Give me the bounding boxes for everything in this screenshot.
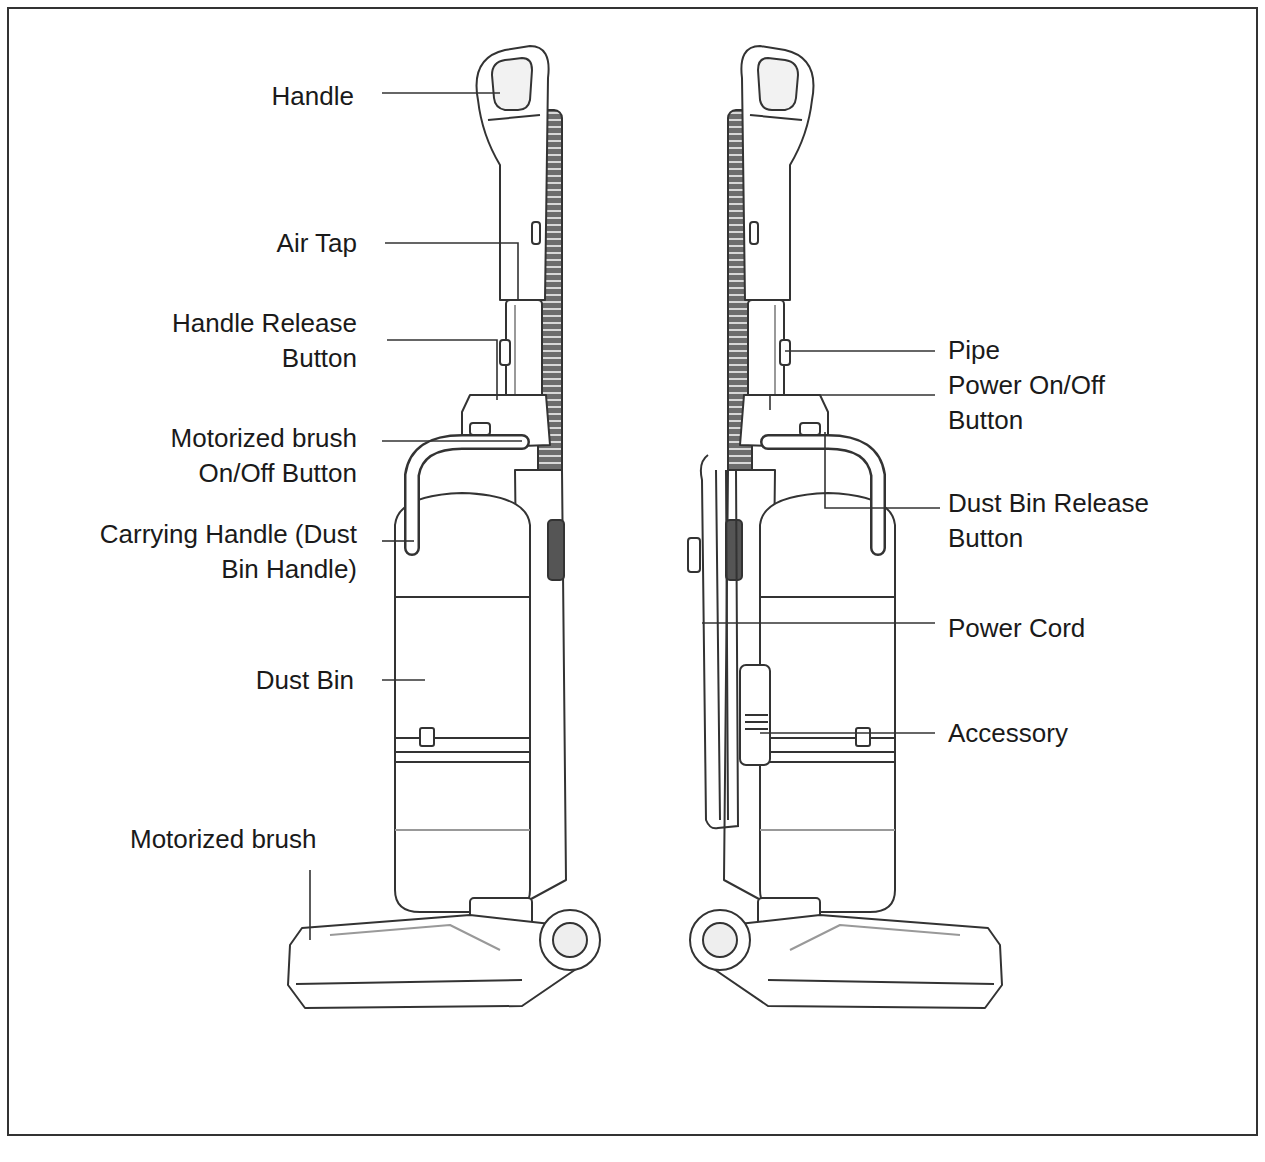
part-label: Power On/Off Button [948, 368, 1173, 438]
part-label: Carrying Handle (Dust Bin Handle) [95, 517, 357, 587]
part-label: Dust Bin [256, 663, 354, 698]
part-label: Motorized brush [130, 822, 316, 857]
part-label: Dust Bin Release Button [948, 486, 1228, 556]
leader-lines [310, 93, 940, 940]
part-label: Power Cord [948, 611, 1085, 646]
part-label: Handle [272, 79, 354, 114]
part-label: Accessory [948, 716, 1068, 751]
part-label: Handle Release Button [117, 306, 357, 376]
part-label: Pipe [948, 333, 1000, 368]
part-label: Motorized brush On/Off Button [107, 421, 357, 491]
part-label: Air Tap [277, 226, 357, 261]
